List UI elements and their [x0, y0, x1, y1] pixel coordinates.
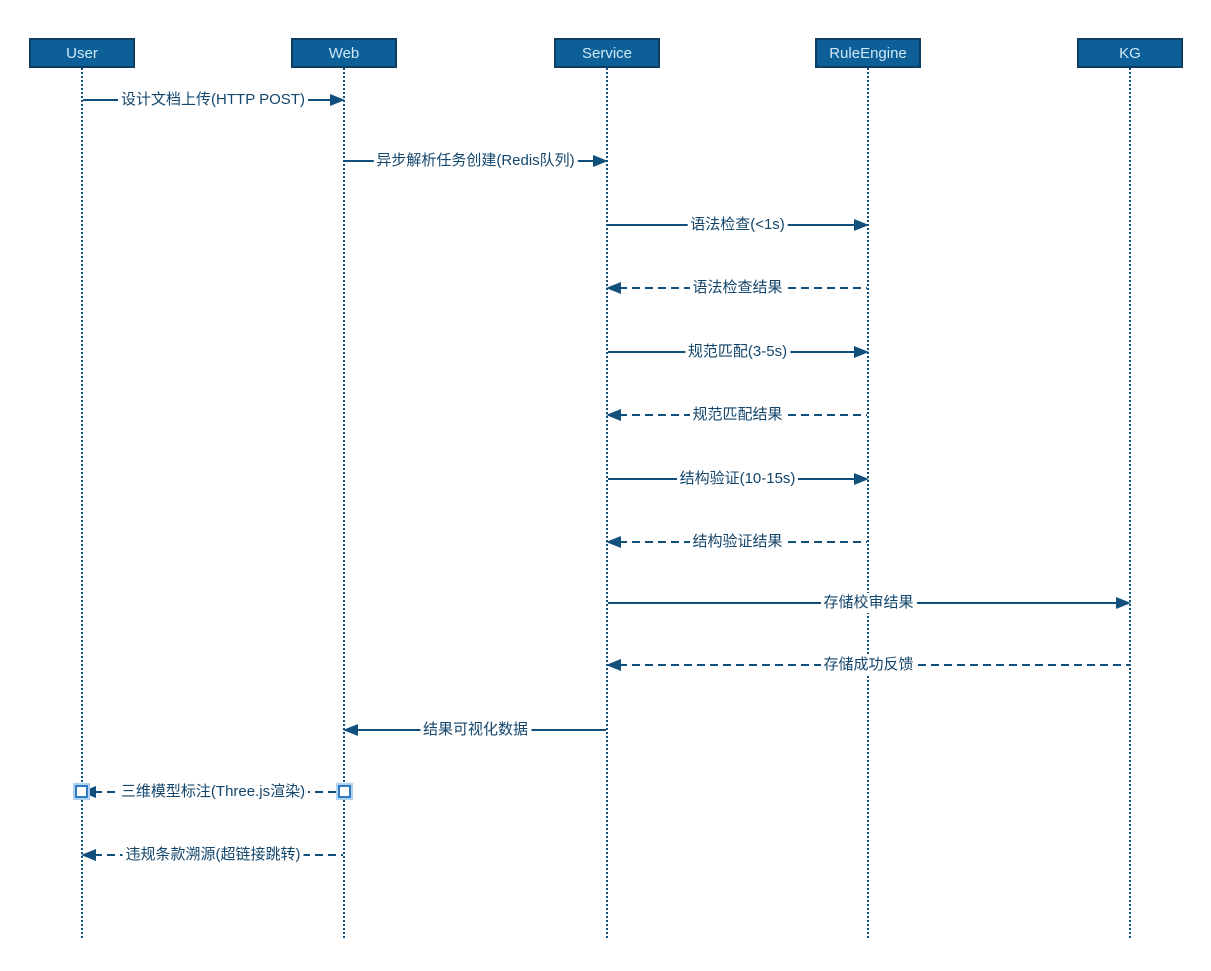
participant-ruleengine[interactable]: RuleEngine [815, 38, 921, 68]
sequence-message[interactable]: 存储校审结果 [607, 593, 1131, 613]
arrow-head-icon [606, 659, 621, 671]
message-label: 违规条款溯源(超链接跳转) [122, 845, 304, 865]
participant-service[interactable]: Service [554, 38, 660, 68]
sequence-message[interactable]: 语法检查结果 [606, 278, 868, 298]
lifeline-web [343, 68, 345, 938]
arrow-head-icon [330, 94, 345, 106]
message-label: 结果可视化数据 [419, 720, 532, 740]
arrow-head-icon [81, 849, 96, 861]
message-label: 设计文档上传(HTTP POST) [118, 90, 308, 110]
arrow-head-icon [854, 346, 869, 358]
sequence-message[interactable]: 违规条款溯源(超链接跳转) [81, 845, 344, 865]
arrow-head-icon [854, 473, 869, 485]
sequence-message[interactable]: 结果可视化数据 [343, 720, 607, 740]
sequence-message[interactable]: 异步解析任务创建(Redis队列) [344, 151, 608, 171]
arrow-head-icon [606, 282, 621, 294]
message-label: 存储校审结果 [820, 593, 917, 613]
lifeline-ruleengine [867, 68, 869, 938]
arrow-head-icon [343, 724, 358, 736]
message-label: 语法检查结果 [689, 278, 786, 298]
lifeline-service [606, 68, 608, 938]
participant-kg[interactable]: KG [1077, 38, 1183, 68]
lifeline-kg [1129, 68, 1131, 938]
participant-label: User [66, 44, 98, 62]
message-label: 规范匹配结果 [689, 405, 786, 425]
sequence-message[interactable]: 三维模型标注(Three.js渲染) [75, 782, 351, 802]
sequence-message[interactable]: 规范匹配结果 [606, 405, 868, 425]
endpoint-handle[interactable] [75, 785, 88, 798]
sequence-message[interactable]: 结构验证(10-15s) [607, 469, 869, 489]
message-label: 结构验证(10-15s) [676, 469, 799, 489]
lifeline-user [81, 68, 83, 938]
endpoint-handle[interactable] [338, 785, 351, 798]
arrow-head-icon [606, 536, 621, 548]
sequence-message[interactable]: 结构验证结果 [606, 532, 868, 552]
participant-label: Web [328, 44, 360, 62]
message-label: 结构验证结果 [689, 532, 786, 552]
arrow-head-icon [1116, 597, 1131, 609]
sequence-message[interactable]: 语法检查(<1s) [607, 215, 869, 235]
sequence-message[interactable]: 设计文档上传(HTTP POST) [82, 90, 345, 110]
message-label: 异步解析任务创建(Redis队列) [373, 151, 578, 171]
sequence-message[interactable]: 规范匹配(3-5s) [607, 342, 869, 362]
arrow-head-icon [854, 219, 869, 231]
arrow-head-icon [606, 409, 621, 421]
participant-label: KG [1119, 44, 1141, 62]
participant-user[interactable]: User [29, 38, 135, 68]
message-label: 存储成功反馈 [820, 655, 917, 675]
message-label: 规范匹配(3-5s) [684, 342, 791, 362]
participant-label: Service [581, 44, 633, 62]
message-label: 语法检查(<1s) [687, 215, 788, 235]
message-label: 三维模型标注(Three.js渲染) [117, 782, 309, 802]
arrow-head-icon [593, 155, 608, 167]
participant-label: RuleEngine [829, 44, 907, 62]
sequence-message[interactable]: 存储成功反馈 [606, 655, 1130, 675]
participant-web[interactable]: Web [291, 38, 397, 68]
